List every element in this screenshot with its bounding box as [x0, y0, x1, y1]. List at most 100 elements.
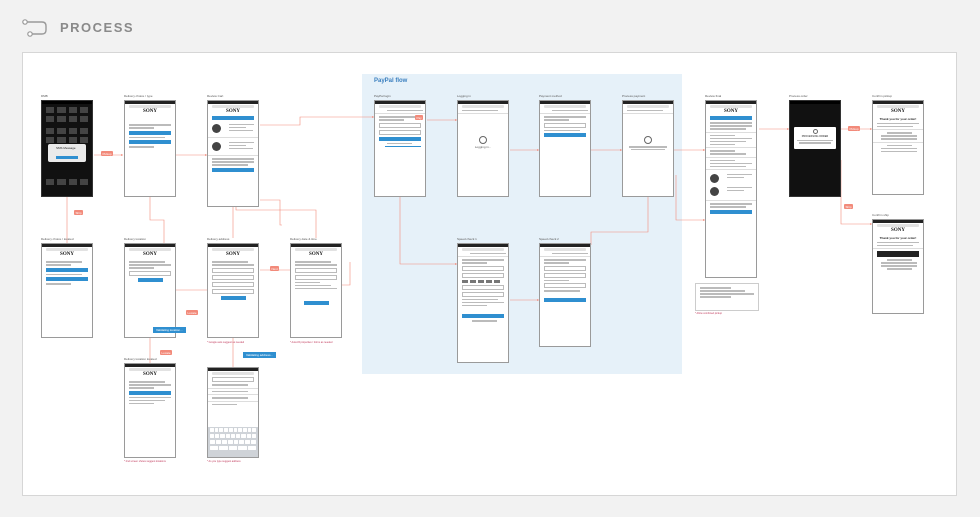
address-field[interactable] [212, 274, 254, 280]
flow-tag: Locate [186, 310, 199, 315]
continue-button[interactable] [544, 297, 586, 302]
billing-field[interactable] [544, 265, 586, 271]
thank-you-heading: Thank you for your order! [879, 117, 917, 121]
spinner-icon [644, 136, 652, 144]
thank-you-heading-ship: Thank you for your order! [879, 236, 917, 240]
continue-button[interactable] [544, 133, 586, 137]
place-order-button-2[interactable] [710, 209, 752, 214]
continue-button[interactable] [220, 295, 246, 300]
flow-tag: Pickup [848, 126, 861, 131]
processing-order-modal: PROCESSING ORDER [794, 127, 836, 149]
screen-caption: Review final [705, 94, 722, 98]
flow-tag: Pickup [101, 151, 114, 156]
dmb-screen: SMS Message [41, 100, 93, 197]
sony-logo: SONY [226, 109, 240, 114]
headphones-icon [212, 124, 221, 133]
screen-caption: Process order [789, 94, 808, 98]
sms-modal: SMS Message [48, 144, 86, 162]
screen-caption: Logging in [457, 94, 471, 98]
sony-logo: SONY [143, 252, 157, 257]
header: PROCESS [0, 0, 980, 52]
zip-field[interactable] [129, 270, 171, 276]
speed-check-2-screen [539, 243, 591, 347]
process-payment-screen [622, 100, 674, 197]
screen-caption: Delivery choice / type [124, 94, 153, 98]
card-number-field[interactable] [462, 272, 504, 278]
screen-caption: Confirm ship [872, 213, 889, 217]
page-title: PROCESS [60, 20, 135, 35]
screen-caption: PayPal login [374, 94, 391, 98]
continue-button[interactable] [303, 301, 329, 305]
sms-connect-button[interactable] [56, 156, 78, 159]
flow-tag: Next [270, 266, 280, 271]
delivery-choice-screen: SONY [124, 100, 176, 197]
ship-button[interactable] [46, 277, 88, 281]
screen-caption: Payment method [539, 94, 562, 98]
speaker-icon [710, 187, 719, 196]
sms-modal-title: SMS Message [56, 146, 76, 150]
spinner-icon [812, 129, 818, 134]
screen-caption: Review Cart [207, 94, 224, 98]
validating-location-callout: Validating location... [153, 327, 186, 333]
paypal-checkout-button-2[interactable] [212, 167, 254, 172]
annotation-note: * 2nd screen shows suggest locations [124, 460, 166, 463]
pickup-button[interactable] [46, 267, 88, 272]
screen-caption: Confirm pickup [872, 94, 893, 98]
card-logos [462, 279, 504, 283]
flow-tag: Ship [74, 210, 84, 215]
sony-logo: SONY [891, 228, 905, 233]
payment-method-screen [539, 100, 591, 197]
address-search-field[interactable] [212, 377, 254, 382]
paypal-checkout-button[interactable] [212, 116, 254, 120]
continue-button[interactable] [137, 277, 163, 282]
process-order-screen: PROCESSING ORDER [789, 100, 841, 197]
cvv-field[interactable] [462, 291, 504, 297]
process-flow-icon [22, 19, 47, 37]
sony-logo: SONY [309, 252, 323, 257]
review-final-screen: SONY [705, 100, 757, 278]
legend-box [695, 283, 759, 311]
screen-caption: Delivery choice / located [41, 237, 74, 241]
speed-check-1-screen [457, 243, 509, 363]
flow-tag: Ship [844, 204, 854, 209]
date-select[interactable] [295, 267, 337, 273]
annotation-note: * Google auto suggest as needed [207, 341, 245, 344]
sony-logo: SONY [143, 109, 157, 114]
screen-caption: Delivery location located [124, 357, 157, 361]
continue-button[interactable] [462, 314, 504, 318]
screen-caption: Speed check 2 [539, 237, 559, 241]
sony-logo: SONY [226, 252, 240, 257]
zip-field[interactable] [212, 288, 254, 294]
password-field[interactable] [379, 129, 421, 135]
login-button[interactable] [379, 136, 421, 141]
payment-select[interactable] [544, 122, 586, 128]
keyboard[interactable] [208, 427, 258, 457]
confirm-ship-screen: SONY Thank you for your order! [872, 219, 924, 314]
logging-in-screen: Logging in... [457, 100, 509, 197]
annotation-note: * Auto-fill properties / forms as needed [290, 341, 333, 344]
flow-tag: Pay [415, 115, 424, 120]
billing-field-3[interactable] [544, 283, 586, 288]
place-order-button[interactable] [710, 116, 752, 120]
sony-logo: SONY [143, 372, 157, 377]
billing-field-2[interactable] [544, 272, 586, 278]
processing-order-text: PROCESSING ORDER [801, 135, 829, 138]
delivery-location-located-screen: SONY [124, 363, 176, 458]
city-field[interactable] [212, 281, 254, 287]
spinner-icon [479, 136, 487, 144]
sony-logo: SONY [60, 252, 74, 257]
time-select[interactable] [295, 274, 337, 280]
flow-tag: Locate [160, 350, 173, 355]
ship-button[interactable] [129, 140, 171, 144]
pickup-button[interactable] [129, 130, 171, 135]
card-type-select[interactable] [462, 265, 504, 271]
expiry-field[interactable] [462, 284, 504, 290]
paypal-flow-title: PayPal flow [374, 78, 408, 84]
delivery-date-time-screen: SONY [290, 243, 342, 338]
screen-caption: Delivery location [124, 237, 147, 241]
pickup-here-button[interactable] [129, 390, 171, 395]
email-field[interactable] [379, 122, 421, 128]
name-field[interactable] [212, 267, 254, 273]
delivery-location-screen: SONY [124, 243, 176, 338]
